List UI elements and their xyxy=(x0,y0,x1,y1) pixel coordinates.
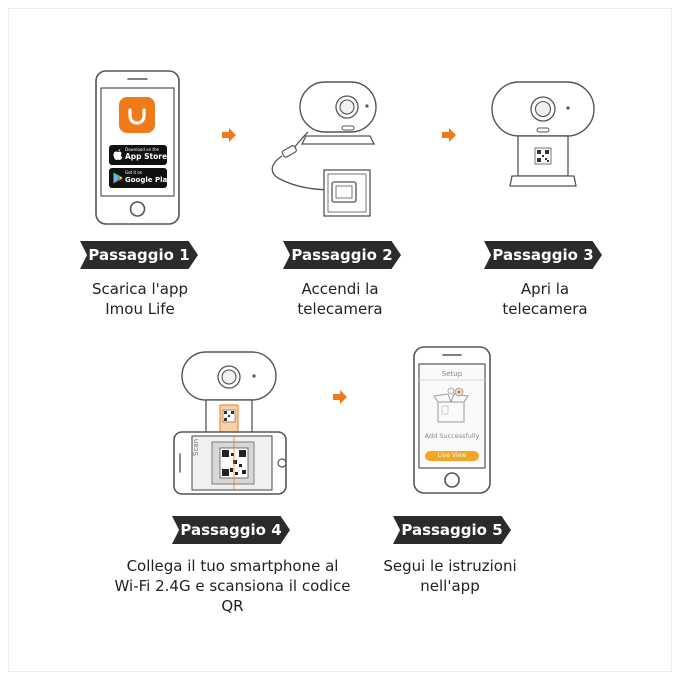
step-2-caption: Accendi la telecamera xyxy=(260,279,420,319)
page-frame xyxy=(8,8,672,672)
caption-line: Segui le istruzioni xyxy=(383,557,517,575)
camera-power-illustration xyxy=(271,81,377,217)
live-view-button[interactable]: Live View xyxy=(425,451,479,461)
app-store-text: App Store xyxy=(125,152,168,161)
step-3-badge: Passaggio 3 xyxy=(484,241,602,269)
google-play-icon xyxy=(113,172,123,184)
caption-line: Accendi la xyxy=(301,280,379,298)
app-store-button[interactable]: Download on the App Store xyxy=(109,145,167,165)
step-2-badge: Passaggio 2 xyxy=(283,241,401,269)
caption-line: Imou Life xyxy=(105,300,175,318)
caption-line: telecamera xyxy=(502,300,588,318)
caption-line: QR xyxy=(221,597,244,615)
caption-line: Apri la xyxy=(520,280,570,298)
step-4-caption: Collega il tuo smartphone al Wi-Fi 2.4G … xyxy=(110,556,355,616)
caption-line: nell'app xyxy=(420,577,480,595)
add-successfully-text: Add Successfully xyxy=(424,432,480,440)
step-1-caption: Scarica l'app Imou Life xyxy=(60,279,220,319)
step-1-badge: Passaggio 1 xyxy=(80,241,198,269)
step-3-caption: Apri la telecamera xyxy=(465,279,625,319)
camera-scan-illustration xyxy=(173,351,287,495)
arrow-right-icon xyxy=(222,128,236,142)
caption-line: telecamera xyxy=(297,300,383,318)
setup-header: Setup xyxy=(441,370,463,378)
caption-line: Collega il tuo smartphone al xyxy=(126,557,339,575)
qr-code-icon xyxy=(537,150,549,162)
scan-label: Scan xyxy=(192,438,200,456)
step-5-caption: Segui le istruzioni nell'app xyxy=(370,556,530,596)
arrow-right-icon xyxy=(333,390,347,404)
app-store-small-text: Download on the xyxy=(125,147,159,152)
camera-open-illustration xyxy=(491,81,595,187)
gift-box-icon xyxy=(433,387,469,423)
google-play-button[interactable]: Get it on Google Play xyxy=(109,168,172,188)
google-play-text: Google Play xyxy=(125,176,172,184)
step-4-badge: Passaggio 4 xyxy=(172,516,290,544)
imou-app-icon[interactable] xyxy=(119,97,155,133)
apple-icon xyxy=(113,149,123,160)
caption-line: Wi-Fi 2.4G e scansiona il codice xyxy=(114,577,351,595)
step-5-badge: Passaggio 5 xyxy=(393,516,511,544)
google-play-small-text: Get it on xyxy=(125,170,143,175)
arrow-right-icon xyxy=(442,128,456,142)
caption-line: Scarica l'app xyxy=(91,280,189,298)
